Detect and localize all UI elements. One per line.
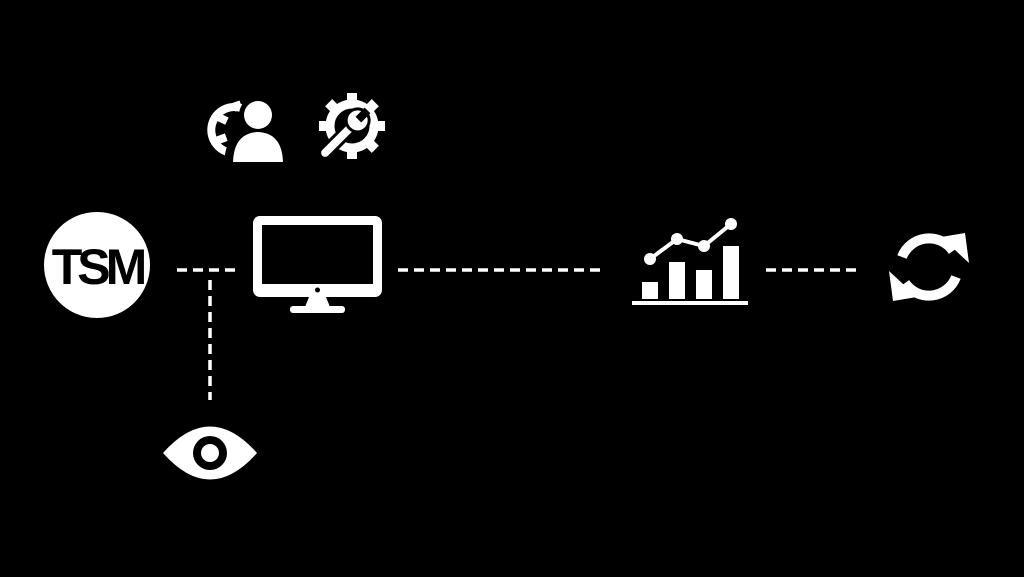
monitor-icon: [253, 216, 382, 313]
refresh-cycle-icon: [889, 233, 969, 301]
eye-icon: [163, 426, 257, 480]
connectors: [177, 268, 858, 400]
logo-text: TSM: [52, 239, 145, 295]
bar-chart-trend-icon: [632, 218, 748, 305]
gear-wrench-icon: [318, 93, 385, 160]
user-gear-icon: [207, 96, 293, 167]
tsm-logo-icon: TSM: [44, 212, 150, 318]
